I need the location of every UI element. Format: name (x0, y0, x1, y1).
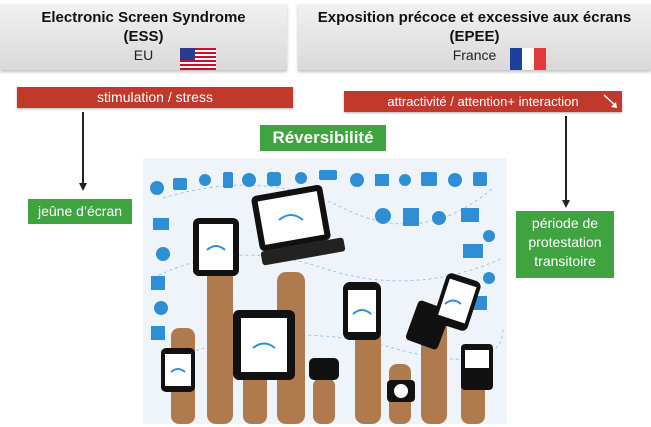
stimulation-stress-label: stimulation / stress (97, 89, 213, 105)
attractivite-label: attractivité / attention+ interaction (387, 94, 579, 109)
globe-icon (432, 211, 446, 225)
gear-icon (242, 173, 256, 187)
settings-icon (399, 174, 411, 186)
image-icon (267, 172, 281, 186)
devices (161, 184, 493, 402)
network-icon (153, 218, 169, 230)
periode-protestation-box: période de protestation transitoire (516, 211, 614, 278)
search-icon (350, 173, 364, 187)
laptop-keyboard (260, 237, 346, 266)
ess-title: Electronic Screen Syndrome (41, 9, 246, 26)
arm-5 (313, 378, 335, 424)
cart-icon (151, 276, 165, 290)
thumbs-up-icon (448, 173, 462, 187)
protestation-line: protestation (528, 234, 602, 250)
film-icon (473, 172, 487, 186)
social-icons-cluster (150, 170, 495, 340)
bird-icon (156, 247, 170, 261)
video-icon (421, 172, 437, 186)
star-icon (154, 301, 168, 315)
user-icon (199, 174, 211, 186)
epee-title: Exposition précoce et excessive aux écra… (317, 9, 632, 26)
sms-icon (319, 170, 337, 180)
share-icon (483, 230, 495, 242)
france-flag-icon (510, 48, 546, 70)
wifi-icon (295, 172, 307, 184)
arm-6 (355, 318, 381, 424)
upload-icon (151, 326, 165, 340)
ess-region: EU (133, 47, 154, 63)
camera-icon (150, 181, 164, 195)
video-camera-icon (461, 208, 479, 222)
periode-line: période de (531, 215, 599, 231)
arm-2 (207, 264, 233, 424)
microphone-icon (483, 272, 495, 284)
chat-icon (173, 178, 187, 190)
hands-devices-illustration (143, 158, 507, 424)
epee-header-panel: Exposition précoce et excessive aux écra… (298, 4, 651, 70)
ess-acronym: (ESS) (123, 28, 164, 45)
phone-icon (223, 172, 233, 188)
transitoire-line: transitoire (534, 253, 596, 269)
epee-region: France (452, 47, 497, 63)
left-arrow-head (79, 183, 87, 191)
right-arrow-line (565, 116, 567, 201)
home-icon (375, 174, 389, 186)
reversibilite-label: Réversibilité (260, 125, 386, 151)
music-icon (375, 208, 391, 224)
mail-icon (463, 244, 483, 258)
usa-flag-icon (180, 48, 216, 70)
epee-acronym: (EPEE) (449, 28, 500, 45)
ess-header-panel: Electronic Screen Syndrome (ESS) EU (0, 4, 287, 70)
diagonal-arrow-icon (603, 94, 617, 108)
stimulation-stress-bar: stimulation / stress (17, 87, 293, 108)
left-arrow-line (82, 112, 84, 184)
right-arrow-head (562, 200, 570, 208)
jeune-ecran-box: jeûne d’écran (28, 199, 132, 224)
video-camera (309, 358, 339, 380)
document-icon (403, 208, 419, 226)
attractivite-bar: attractivité / attention+ interaction (344, 91, 622, 112)
